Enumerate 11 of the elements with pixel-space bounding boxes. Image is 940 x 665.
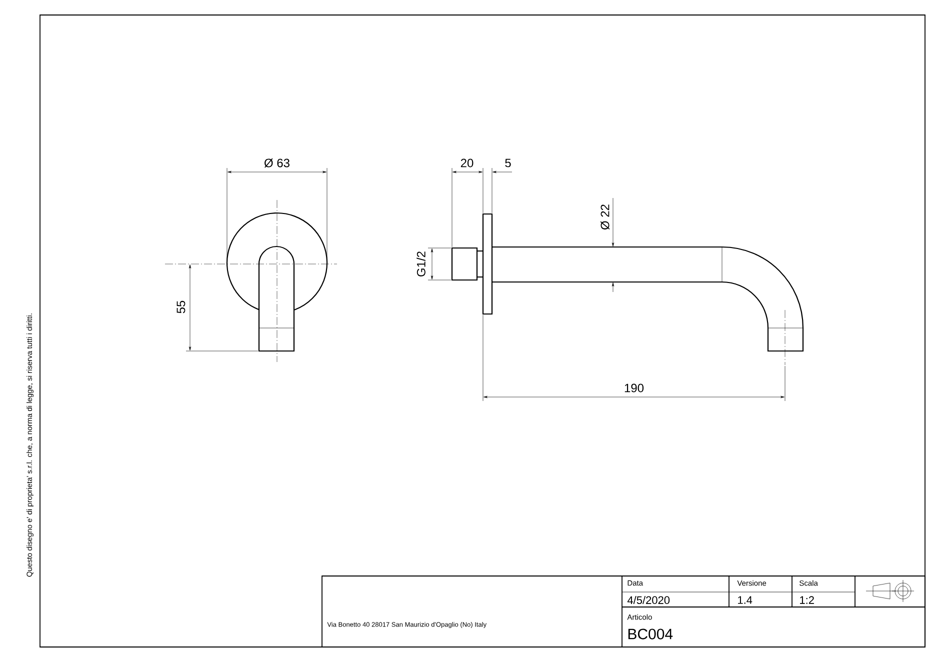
- dimension-text: 190: [624, 384, 644, 392]
- dimension-text: Ø 63: [264, 158, 290, 168]
- dimension-text: Ø 22: [600, 204, 610, 230]
- field-value: 1.4: [738, 596, 752, 604]
- field-value: 4/5/2020: [627, 596, 670, 604]
- field-value: 1:2: [800, 596, 814, 604]
- article-code: BC004: [628, 628, 673, 640]
- dimension-text: G1/2: [416, 252, 426, 276]
- dimension-text: 5: [505, 158, 511, 168]
- dimension-text: 55: [176, 300, 186, 314]
- dimension-text: 20: [460, 158, 474, 168]
